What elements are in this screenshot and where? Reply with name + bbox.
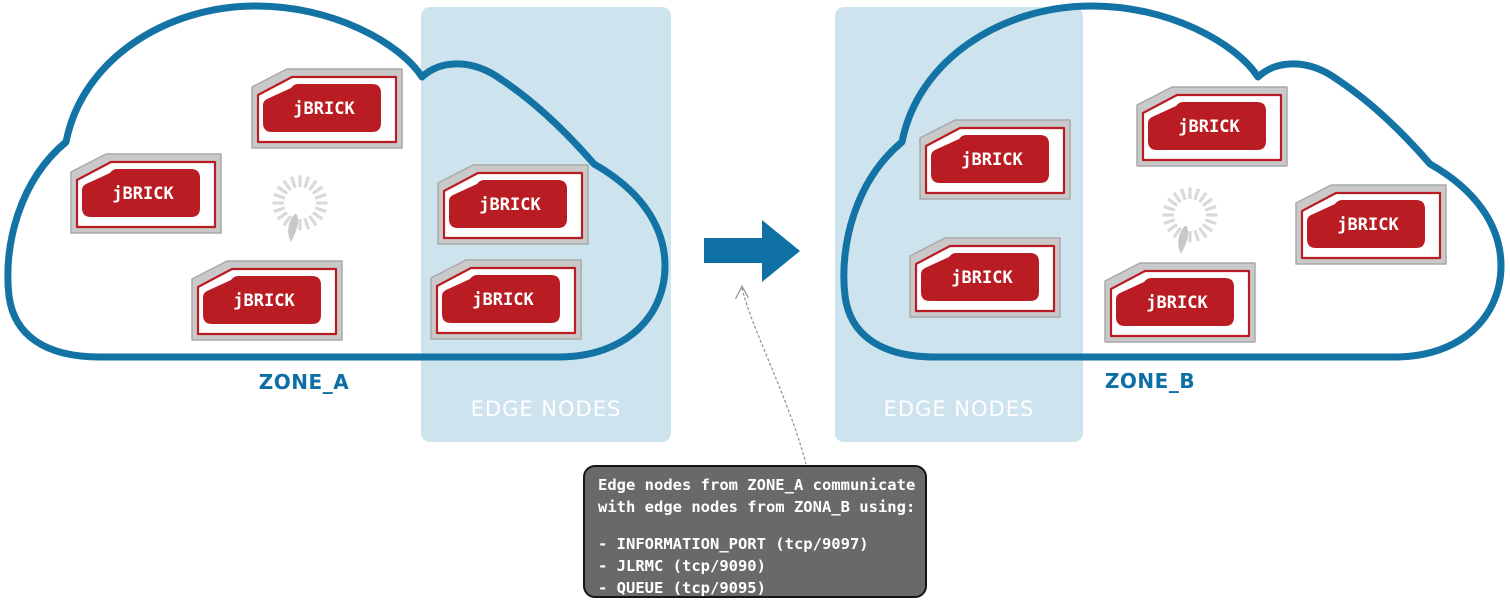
note-line: - QUEUE (tcp/9095) [598, 579, 766, 597]
spinner-icon [272, 175, 328, 242]
spinner-logo-zone-b [1158, 185, 1222, 269]
zone-b-title: ZONE_B [1104, 369, 1196, 393]
note-line: Edge nodes from ZONE_A communicate [598, 476, 916, 494]
note-line: with edge nodes from ZONA_B using: [598, 498, 916, 516]
edge-nodes-label-zone-a: EDGE NODES [470, 397, 622, 421]
edge-nodes-label-zone-b: EDGE NODES [883, 397, 1035, 421]
note-box: Edge nodes from ZONE_A communicate with … [583, 465, 927, 598]
spinner-logo-zone-a [268, 173, 332, 257]
note-line: - INFORMATION_PORT (tcp/9097) [598, 535, 869, 553]
note-line: - JLRMC (tcp/9090) [598, 557, 766, 575]
spinner-icon [1162, 187, 1218, 254]
note-line-blank [598, 518, 925, 533]
zone-a-title: ZONE_A [258, 370, 350, 394]
